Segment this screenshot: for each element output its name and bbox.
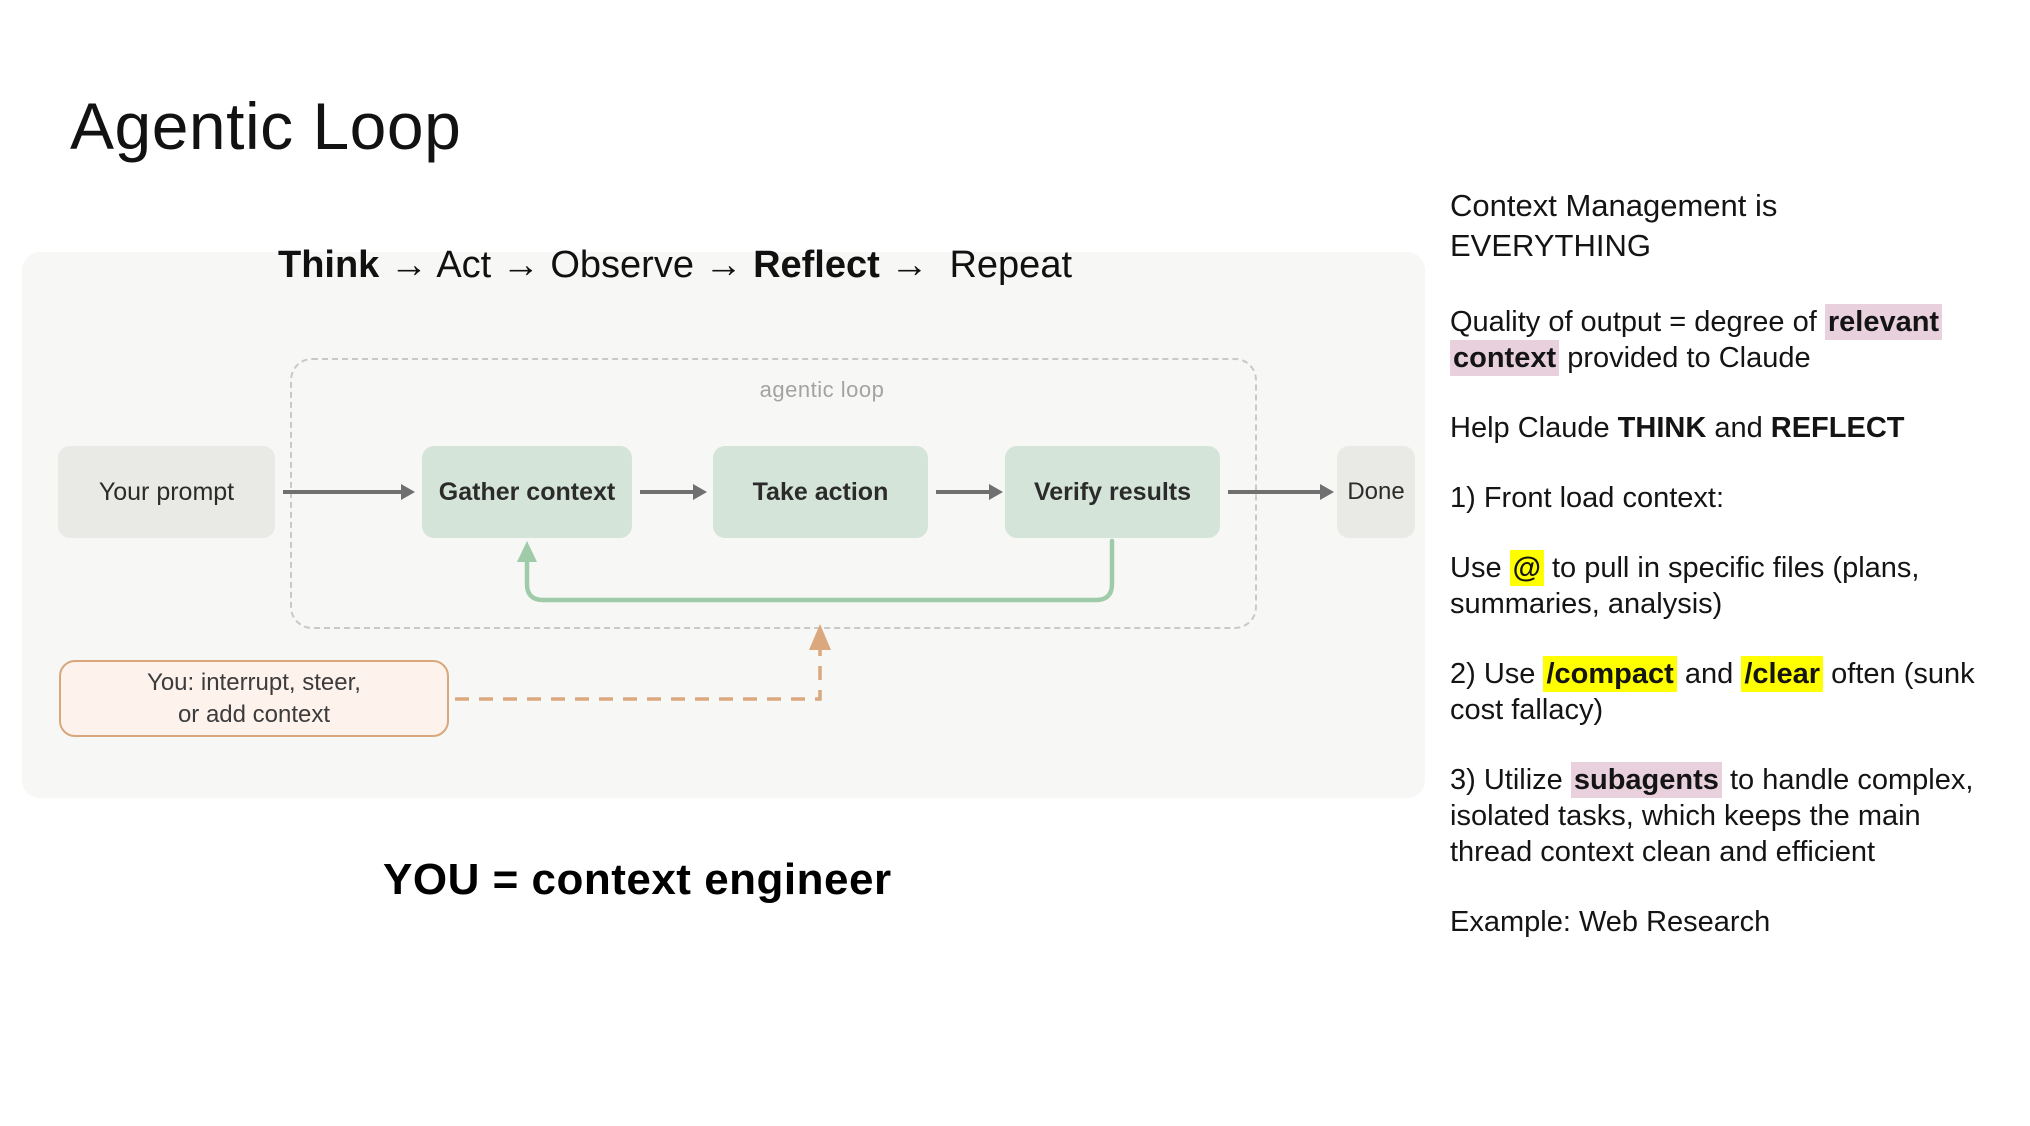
arrow-shaft: [283, 490, 401, 494]
note-paragraph-think-reflect: Help Claude THINK and REFLECT: [1450, 412, 1905, 444]
arrow-verify-to-done-icon: [1228, 484, 1334, 500]
node-done: Done: [1337, 446, 1415, 538]
loop-formula: Think → Act → Observe → Reflect → Repeat: [277, 244, 1073, 286]
arrow-gather-to-take-icon: [640, 484, 707, 500]
arrow-prompt-to-gather-icon: [283, 484, 415, 500]
note-paragraph-example: Example: Web Research: [1450, 906, 1771, 938]
arrow-take-to-verify-icon: [936, 484, 1003, 500]
interrupt-note: You: interrupt, steer,or add context: [59, 660, 449, 737]
arrowhead-icon: [989, 484, 1003, 500]
arrowhead-icon: [693, 484, 707, 500]
page-title: Agentic Loop: [70, 89, 462, 163]
node-take-action: Take action: [713, 446, 928, 538]
node-verify-results: Verify results: [1005, 446, 1220, 538]
arrowhead-icon: [1320, 484, 1334, 500]
arrow-shaft: [640, 490, 693, 494]
arrow-shaft: [1228, 490, 1320, 494]
agentic-loop-label: agentic loop: [759, 377, 885, 402]
tagline: YOU = context engineer: [383, 855, 892, 904]
note-paragraph-at-files: Use @ to pull in specific files (plans,s…: [1450, 550, 1920, 620]
note-paragraph-front-load: 1) Front load context:: [1450, 482, 1725, 514]
arrowhead-icon: [401, 484, 415, 500]
interrupt-note-text: You: interrupt, steer,or add context: [147, 669, 361, 728]
arrow-shaft: [936, 490, 989, 494]
note-paragraph-subagents: 3) Utilize subagents to handle complex,i…: [1450, 762, 1974, 868]
node-your-prompt: Your prompt: [58, 446, 275, 538]
node-gather-context: Gather context: [422, 446, 632, 538]
